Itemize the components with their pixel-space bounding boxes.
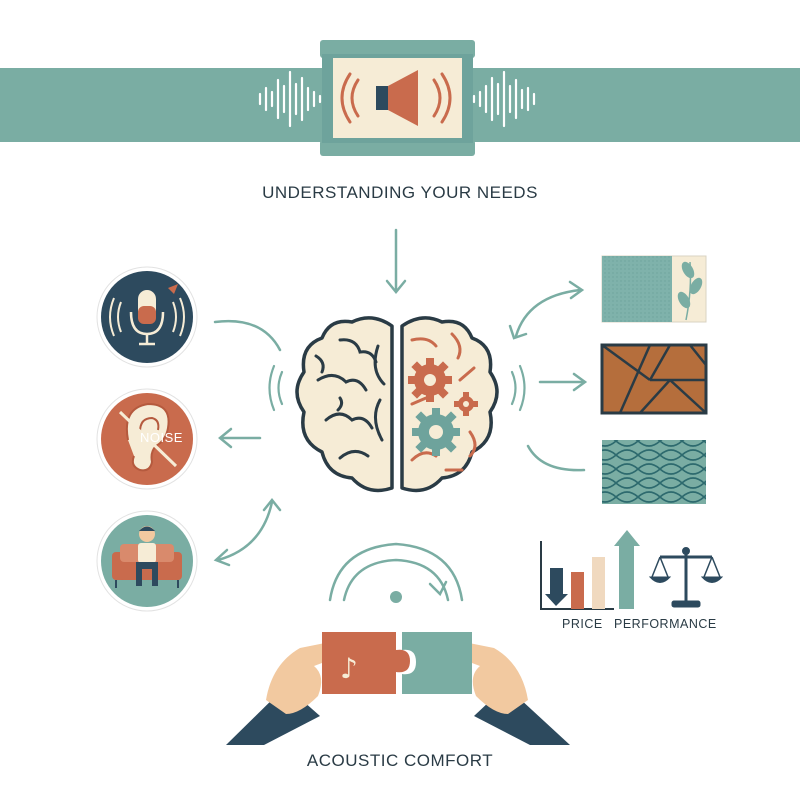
banner-tab-top: [320, 40, 475, 58]
fabric-panel-icon: [601, 255, 707, 323]
brain-icon: [295, 316, 499, 493]
right-connectors: [508, 280, 588, 472]
gear-icon: [408, 358, 452, 402]
bar-chart-icon: [540, 530, 640, 610]
noise-label: NOISE: [140, 430, 183, 445]
puzzle-piece-icon: [402, 632, 472, 694]
ear-icon: [118, 402, 178, 472]
gear-icon: [454, 392, 478, 416]
heading: UNDERSTANDING YOUR NEEDS: [262, 183, 538, 202]
person-on-sofa-icon: [112, 526, 182, 588]
arrow-down: [385, 228, 407, 294]
banner-tab-bottom: [320, 140, 475, 156]
header-banner: [0, 40, 800, 156]
speaker-icon: [340, 70, 452, 126]
gear-icon: [412, 408, 460, 456]
puzzle-piece-icon: ♪: [322, 632, 410, 694]
left-connectors: [213, 319, 282, 567]
price-label: PRICE: [562, 617, 603, 631]
performance-label: PERFORMANCE: [614, 617, 717, 631]
sound-wave-icon: [258, 70, 322, 128]
hands-icon: [226, 642, 570, 745]
microphone-icon: [109, 284, 185, 346]
balance-scale-icon: [648, 547, 724, 608]
footer-title: ACOUSTIC COMFORT: [306, 751, 494, 770]
person-circle: [96, 510, 198, 612]
center-dot: [390, 591, 402, 603]
sound-arcs: [328, 542, 464, 602]
wood-panel-icon: [600, 343, 708, 415]
sound-wave-icon: [472, 70, 536, 128]
microphone-circle: [96, 266, 198, 368]
music-note-icon: ♪: [340, 652, 358, 685]
ear-noise-circle: [96, 388, 198, 490]
sound-wave-icon: [268, 364, 526, 412]
pattern-panel-icon: [602, 440, 706, 504]
